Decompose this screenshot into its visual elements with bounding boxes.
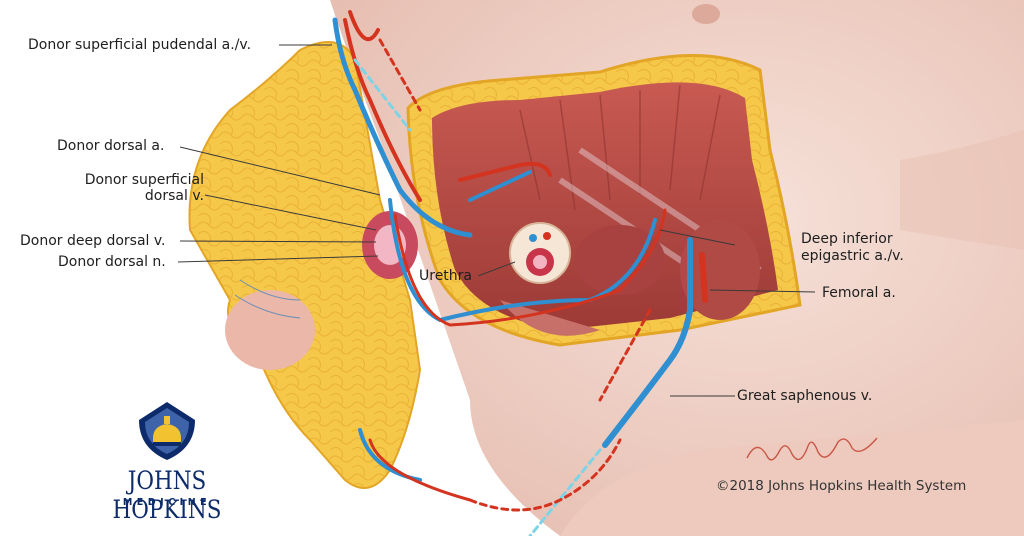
label-donor-superficial-dorsal-vein-line2: dorsal v.	[144, 188, 204, 204]
label-deep-inferior-epigastric-line1: Deep inferior	[801, 231, 893, 247]
logo-subtitle: MEDICINE	[122, 497, 212, 508]
label-donor-superficial-pudendal: Donor superficial pudendal a./v.	[28, 37, 252, 53]
label-great-saphenous-vein: Great saphenous v.	[737, 388, 873, 404]
label-donor-deep-dorsal-vein: Donor deep dorsal v.	[20, 233, 166, 249]
vessels	[332, 10, 708, 536]
label-donor-dorsal-nerve: Donor dorsal n.	[58, 254, 166, 270]
abdominal-cavity	[406, 54, 802, 347]
label-urethra: Urethra	[419, 268, 473, 284]
label-donor-dorsal-artery: Donor dorsal a.	[57, 138, 165, 154]
label-femoral-artery: Femoral a.	[822, 285, 896, 301]
urethra-cross-section	[509, 222, 571, 284]
dome-shield-icon	[139, 402, 195, 460]
label-donor-superficial-dorsal-vein-line1: Donor superficial	[84, 172, 204, 188]
leader-lines	[177, 44, 816, 397]
johns-hopkins-logo: JOHNS HOPKINS MEDICINE	[72, 400, 262, 524]
copyright-notice: ©2018 Johns Hopkins Health System	[716, 478, 967, 494]
label-deep-inferior-epigastric-line2: epigastric a./v.	[801, 248, 904, 264]
artist-signature	[746, 437, 878, 461]
logo-wordmark: JOHNS HOPKINS	[112, 466, 222, 524]
